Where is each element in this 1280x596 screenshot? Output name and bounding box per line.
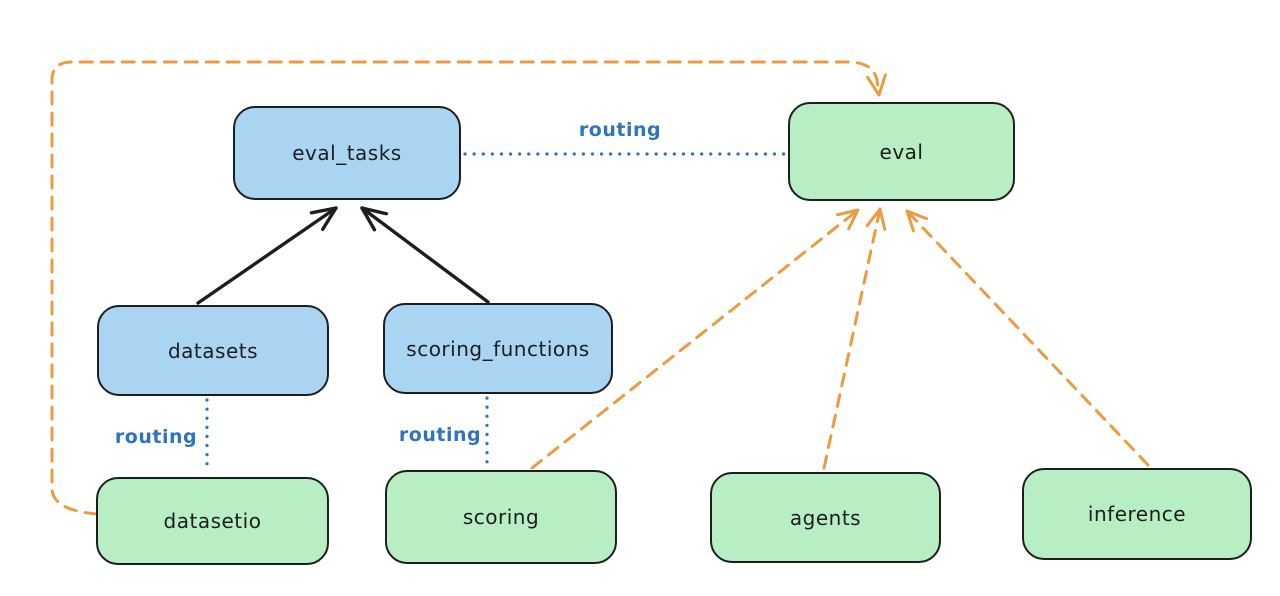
node-datasets-label: datasets [167, 338, 259, 363]
node-datasetio: datasetio [96, 477, 329, 565]
node-scoring: scoring [385, 470, 617, 564]
node-eval-tasks: eval_tasks [233, 106, 461, 200]
node-inference: inference [1022, 468, 1252, 560]
node-eval-label: eval [879, 139, 924, 164]
node-scoring-functions-label: scoring_functions [406, 336, 590, 361]
node-agents: agents [710, 472, 941, 563]
node-inference-label: inference [1087, 502, 1187, 526]
node-agents-label: agents [789, 505, 862, 530]
node-eval: eval [788, 102, 1015, 201]
edge-datasets-to-eval-tasks [196, 206, 338, 305]
routing-label-datasets-datasetio: routing [114, 426, 198, 448]
edge-inference-to-eval [905, 209, 1150, 467]
edge-scoring-functions-to-eval-tasks [360, 206, 490, 304]
routing-label-eval-tasks-eval: routing [578, 119, 662, 141]
node-datasets: datasets [97, 305, 329, 396]
node-scoring-label: scoring [462, 505, 540, 529]
routing-label-scoring-functions-scoring: routing [398, 424, 482, 446]
node-datasetio-label: datasetio [163, 509, 262, 533]
edge-datasetio-to-eval [50, 60, 887, 516]
node-scoring-functions: scoring_functions [383, 303, 613, 394]
edge-agents-to-eval [822, 207, 887, 470]
node-eval-tasks-label: eval_tasks [292, 141, 402, 165]
edge-scoring-to-eval [530, 208, 860, 470]
